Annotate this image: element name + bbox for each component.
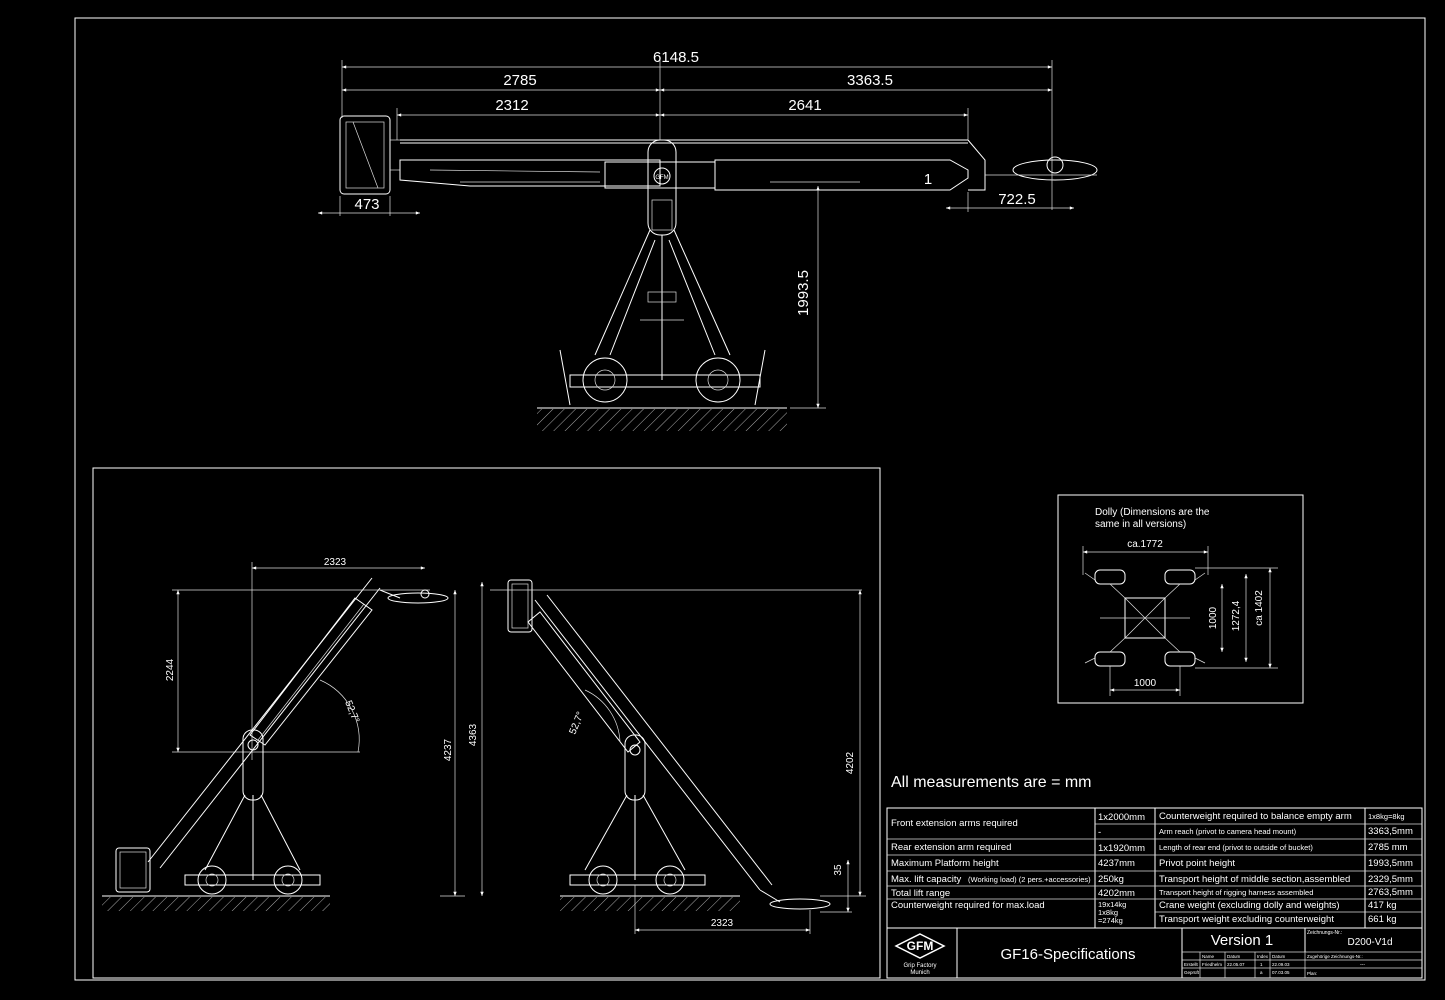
spec-left-label-3: Maximum Platform height [891,858,999,869]
drawing-no-label: Zeichnungs-Nr.: [1307,930,1342,936]
dim-left-angle: 52,7° [342,699,361,725]
dolly-caption-line1: Dolly (Dimensions are the [1095,507,1210,518]
spec-left-value-0: 1x2000mm [1098,812,1145,823]
spec-right-value-0: 1x8kg=8kg [1368,812,1405,821]
rev-header-0: Name [1202,954,1215,959]
spec-right-label-7: Transport weight excluding counterweight [1159,914,1334,925]
dim-left-horizontal: 2323 [324,557,347,568]
dim-dolly-width: ca.1772 [1127,539,1163,550]
dim-pivot-height: 1993.5 [795,270,812,316]
spec-left-value-3: 4237mm [1098,858,1135,869]
spec-left-label-6: Counterweight required for max.load [891,900,1045,911]
dim-front-reach: 3363.5 [847,72,893,89]
dim-bucket-width: 473 [354,196,379,213]
dim-overall-length: 6148.5 [653,49,699,66]
measurement-note: All measurements are = mm [891,774,1092,791]
dim-right-horizontal: 2323 [711,918,734,929]
spec-right-value-5: 2763,5mm [1368,887,1413,898]
side-views-frame [92,467,881,979]
dim-head-offset: 722.5 [998,191,1036,208]
drawing-title: GF16-Specifications [1000,946,1135,963]
dim-right-height: 4202 [845,751,856,774]
spec-right-value-7: 661 kg [1368,914,1397,925]
spec-right-value-4: 2329,5mm [1368,874,1413,885]
drawing-number: D200-V1d [1347,937,1392,948]
spec-left-value-6a: 19x14kg [1098,900,1126,909]
spec-left-value-2: 1x1920mm [1098,843,1145,854]
dim-dolly-wheelbase: 1000 [1134,678,1157,689]
spec-right-label-2: Length of rear end (privot to outside of… [1159,843,1313,852]
spec-left-sub-4: (Working load) (2 pers.+accessories) [968,875,1091,884]
spec-left-value-6c: =274kg [1098,916,1123,925]
spec-left-label-5: Total lift range [891,888,950,899]
gfm-logo: GFM Grip Factory Munich [894,933,946,976]
spec-left-value-1: - [1098,827,1101,838]
rev-row-0-1: Friedhelm [1202,962,1222,967]
spec-left-value-4: 250kg [1098,874,1124,885]
title-block: GFM Grip Factory Munich GF16-Specificati… [886,927,1423,979]
spec-right-label-5: Transport height of rigging harness asse… [1159,888,1313,897]
spec-table: Front extension arms required 1x2000mm -… [886,807,1423,929]
rev-row-0-4: 22.09.03 [1272,962,1290,967]
assoc-value: --- [1360,962,1365,968]
spec-right-label-3: Privot point height [1159,858,1235,869]
dolly-plan-view: Dolly (Dimensions are the same in all ve… [1057,494,1304,704]
dim-rear-reach: 2785 [503,72,536,89]
side-view-raised-front: 2323 2244 52,7° 4237 436 [102,557,484,911]
dolly-caption-line2: same in all versions) [1095,519,1186,530]
svg-text:GFM: GFM [907,939,934,953]
spec-left-label-0: Front extension arms required [891,818,1018,829]
spec-right-value-6: 417 kg [1368,900,1397,911]
rev-row-0-0: Erstellt [1184,962,1199,967]
plan-label: Plan: [1307,971,1317,976]
side-view-raised-rear: 52,7° 4202 35 2323 [490,579,866,934]
version-label: Version 1 [1211,932,1274,949]
rev-row-0-3: 1 [1260,962,1263,967]
company-line2: Munich [910,970,929,976]
dim-right-small: 35 [833,864,844,876]
dim-rear-section: 2312 [495,97,528,114]
rev-row-1-3: a [1260,970,1263,975]
rev-row-1-4: 07.03.05 [1272,970,1290,975]
rev-header-3: Datum [1272,954,1286,959]
dim-left-height-b: 4363 [468,723,479,746]
dim-dolly-length-b: ca 1402 [1254,590,1265,626]
company-line1: Grip Factory [903,963,936,969]
dim-front-section: 2641 [788,97,821,114]
rev-header-2: Index [1257,954,1269,959]
spec-right-label-4: Transport height of middle section,assem… [1159,874,1350,885]
spec-right-label-6: Crane weight (excluding dolly and weight… [1159,900,1340,911]
dim-dolly-length-a: 1272,4 [1231,600,1242,631]
spec-left-label-4: Max. lift capacity [891,874,961,885]
assoc-label: Zugehörige Zeichnungs-Nr.: [1307,954,1363,959]
rev-row-0-2: 22.05.07 [1227,962,1245,967]
top-view-crane: 6148.5 2785 3363.5 2312 2641 473 [318,49,1098,431]
spec-left-value-5: 4202mm [1098,888,1135,899]
spec-right-value-3: 1993,5mm [1368,858,1413,869]
dim-dolly-track: 1000 [1208,606,1219,629]
dim-left-height-a: 4237 [443,738,454,761]
spec-right-value-2: 2785 mm [1368,842,1408,853]
rev-header-1: Datum [1227,954,1241,959]
spec-left-label-2: Rear extension arm required [891,842,1011,853]
svg-text:GFM: GFM [655,175,668,181]
spec-right-label-0: Counterweight required to balance empty … [1159,811,1352,822]
dim-right-angle: 52,7° [568,710,587,736]
dim-left-vertical: 2244 [165,658,176,681]
spec-left-value-6b: 1x8kg [1098,908,1118,917]
marker-1: 1 [924,171,932,188]
rev-row-1-0: Geprüft [1184,970,1200,975]
sheet-border [74,17,1426,981]
spec-right-value-1: 3363,5mm [1368,826,1413,837]
spec-right-label-1: Arm reach (privot to camera head mount) [1159,827,1297,836]
